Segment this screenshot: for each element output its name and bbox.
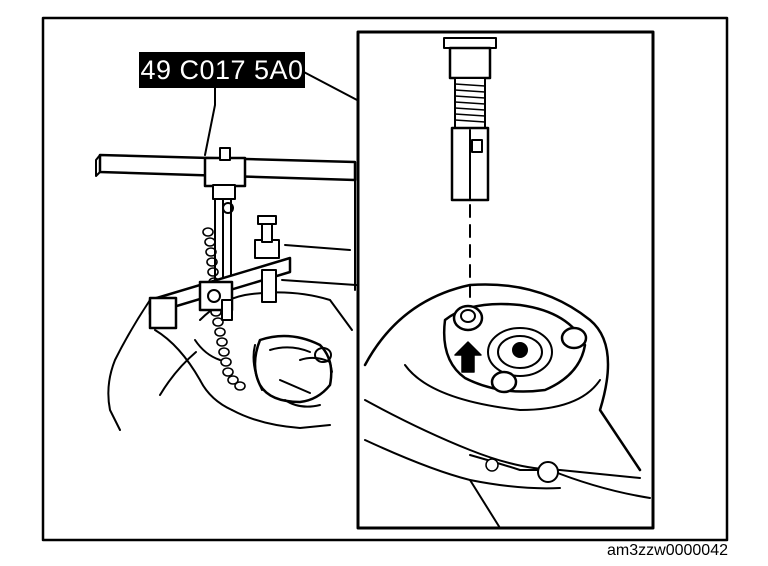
left-scene	[95, 147, 357, 431]
right-inset	[356, 30, 655, 530]
outer-frame	[41, 16, 729, 542]
tool-number-label: 49 C017 5A0	[139, 52, 305, 88]
direction-arrow-icon	[454, 341, 482, 373]
figure-reference-id: am3zzw0000042	[607, 542, 728, 559]
left-leader-line	[204, 87, 216, 156]
